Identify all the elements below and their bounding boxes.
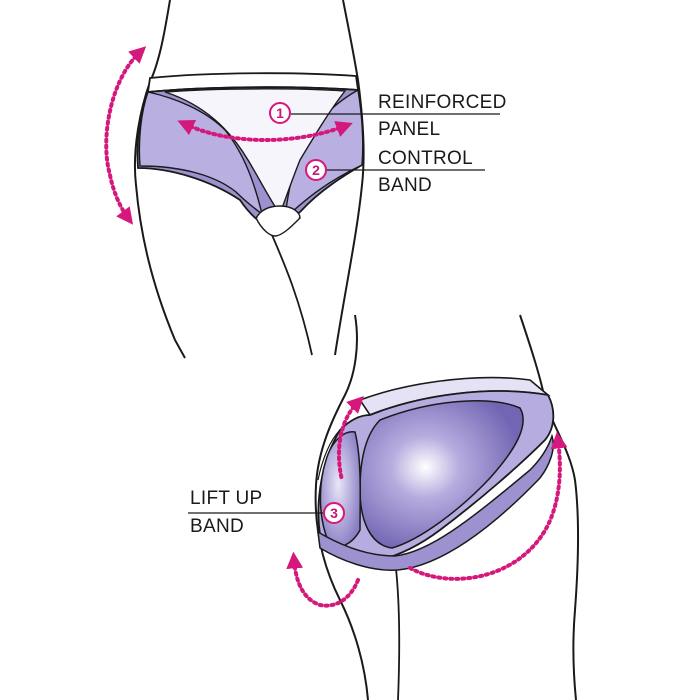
callout-number-3: 3 — [330, 505, 338, 521]
front-gusset-lower — [255, 217, 301, 237]
label-control: CONTROL — [378, 148, 473, 169]
front-inner-leg-outline — [271, 234, 313, 356]
back-view: 3 LIFT UP BAND — [188, 314, 580, 700]
front-view: 1 2 REINFORCED PANEL CONTROL BAND — [104, 0, 507, 359]
callout-marker-3: 3 — [323, 502, 345, 524]
callout-marker-1: 1 — [269, 102, 291, 124]
callout-marker-2: 2 — [305, 159, 327, 181]
back-lift-band-stitch — [317, 429, 341, 481]
label-reinforced: REINFORCED — [378, 92, 507, 113]
label-lift-up: LIFT UP — [190, 488, 263, 509]
back-side-arrow — [336, 396, 364, 482]
label-band-2: BAND — [378, 175, 432, 196]
callout-number-2: 2 — [312, 162, 320, 178]
back-lift-arrow-right — [408, 431, 568, 581]
back-side-cheek — [319, 431, 362, 548]
back-body-left-outline — [314, 314, 369, 700]
front-panel-arrow — [177, 119, 353, 142]
callout-number-1: 1 — [276, 105, 284, 121]
front-body-left-outline — [133, 0, 186, 359]
back-lift-arrow-left — [286, 551, 360, 608]
front-hip-arrow — [104, 46, 147, 225]
label-band-3: BAND — [190, 516, 244, 537]
back-leg-inner-outline — [394, 559, 401, 700]
label-panel: PANEL — [378, 119, 440, 140]
back-body-right-outline — [519, 314, 580, 700]
